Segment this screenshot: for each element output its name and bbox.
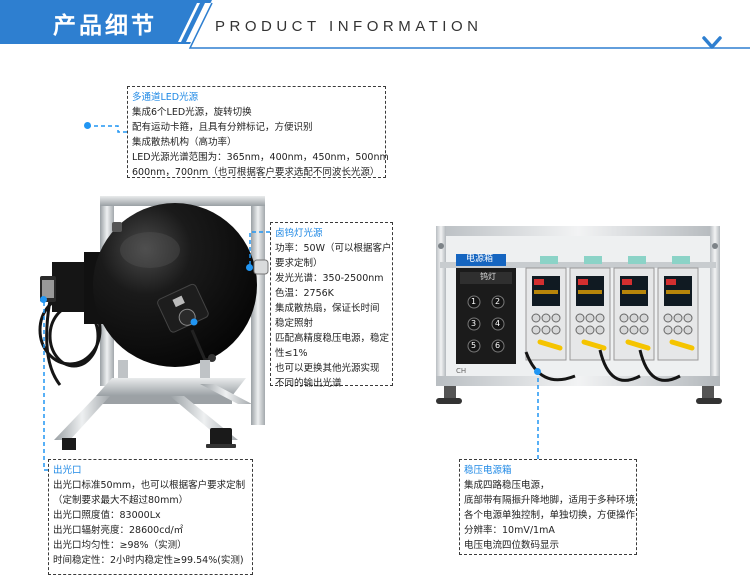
callout-line: 时间稳定性：2小时内稳定性≥99.54%(实测): [53, 555, 244, 566]
brand-label: CH: [456, 367, 467, 375]
callout-line: 发光光谱：350-2500nm: [275, 273, 384, 284]
lamp-switch-label: 钨灯: [480, 272, 496, 281]
callout-line: 也可以更换其他光源实现: [275, 363, 380, 374]
marker-dot-led: [84, 122, 91, 129]
callout-line: 集成散热机构（高功率）: [132, 137, 237, 148]
callout-line: 色温：2756K: [275, 288, 334, 299]
callout-line: 出光口标准50mm，也可以根据客户要求定制: [53, 480, 246, 491]
callout-line: （定制要求最大不超过80mm）: [53, 495, 189, 506]
callout-line: 不同的输出光谱: [275, 378, 342, 389]
callout-line: 底部带有隔振升降地脚，适用于多种环境: [464, 495, 636, 506]
callout-line: 出光口均匀性：≥98%（实测）: [53, 540, 187, 551]
callout-line: 稳定照射: [275, 318, 314, 329]
button-number-3: 3: [471, 319, 477, 328]
marker-dot-light-port: [40, 296, 47, 303]
callout-line: 电压电流四位数码显示: [464, 540, 560, 551]
callout-title: 卤钨灯光源: [275, 228, 323, 239]
callout-line: 分辨率：10mV/1mA: [464, 525, 555, 536]
marker-dot-lamp: [246, 264, 253, 271]
chevron-down-icon: [702, 36, 722, 49]
callout-line: 集成散热扇，保证长时间: [275, 303, 380, 314]
button-number-1: 1: [471, 297, 477, 306]
button-number-4: 4: [495, 319, 501, 328]
button-number-2: 2: [495, 297, 501, 306]
power-panel-title: 电源箱: [466, 254, 494, 264]
callout-line: 各个电源单独控制，单独切换，方便操作: [464, 510, 636, 521]
callout-line: 功率：50W（可以根据客户: [275, 243, 392, 254]
callout-line: 性≤1%: [275, 348, 308, 359]
callout-line: 出光口辐射亮度：28600cd/㎡: [53, 525, 184, 536]
callout-line: 出光口照度值：83000Lx: [53, 510, 161, 521]
callout-line: 要求定制）: [275, 258, 323, 269]
button-number-5: 5: [471, 341, 477, 350]
callout-line: 配有运动卡箍，且具有分辨标记，方便识别: [132, 122, 313, 133]
callout-power-box: 稳压电源箱 集成四路稳压电源， 底部带有隔振升降地脚，适用于多种环境 各个电源单…: [459, 459, 637, 555]
banner-shape: [0, 0, 750, 49]
marker-dot-power: [534, 368, 541, 375]
callout-light-port: 出光口 出光口标准50mm，也可以根据客户要求定制 （定制要求最大不超过80mm…: [48, 459, 253, 575]
callout-line: 集成6个LED光源，旋转切换: [132, 107, 252, 118]
callout-line: 匹配高精度稳压电源，稳定: [275, 333, 390, 344]
callout-title: 多通道LED光源: [132, 92, 199, 103]
callout-halogen-lamp: 卤钨灯光源 功率：50W（可以根据客户 要求定制） 发光光谱：350-2500n…: [270, 222, 393, 389]
section-title-cn: 产品细节: [53, 13, 157, 39]
button-number-6: 6: [495, 341, 501, 350]
callout-line: 集成四路稳压电源，: [464, 480, 550, 491]
callout-line: 600nm，700nm（也可根据客户要求选配不同波长光源）: [132, 167, 380, 178]
callout-line: LED光源光谱范围为：365nm，400nm，450nm，500nm: [132, 152, 389, 163]
header-banner: 产品细节 PRODUCT INFORMATION: [0, 0, 750, 62]
callout-led-light-source: 多通道LED光源 集成6个LED光源，旋转切换 配有运动卡箍，且具有分辨标记，方…: [127, 86, 389, 178]
section-title-en: PRODUCT INFORMATION: [215, 18, 483, 35]
callout-title: 出光口: [53, 465, 82, 476]
callout-title: 稳压电源箱: [464, 465, 512, 476]
